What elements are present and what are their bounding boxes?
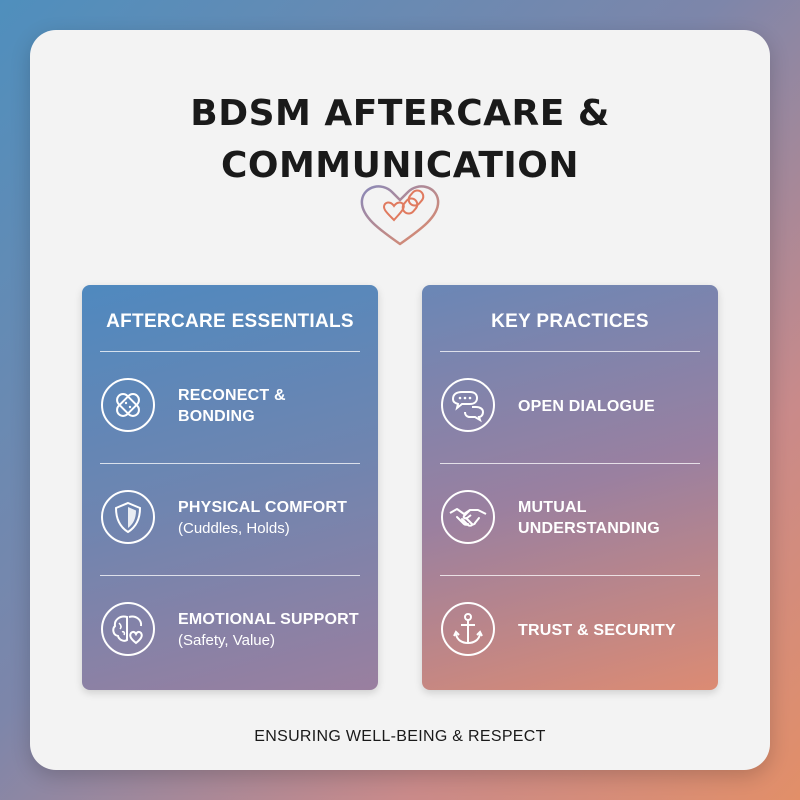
divider	[440, 463, 700, 464]
list-item: EMOTIONAL SUPPORT (Safety, Value)	[82, 585, 378, 675]
divider	[100, 463, 360, 464]
page-title: BDSM AFTERCARE & COMMUNICATION	[30, 88, 770, 192]
title-divider	[110, 185, 690, 246]
infographic-card: BDSM AFTERCARE & COMMUNICATION	[30, 30, 770, 770]
key-practices-panel: KEY PRACTICES OPEN DIALOGUE	[422, 285, 718, 690]
list-item: MUTUAL UNDERSTANDING	[422, 473, 718, 563]
divider	[440, 575, 700, 576]
list-item: RECONECT & BONDING	[82, 361, 378, 451]
item-label: TRUST & SECURITY	[518, 621, 676, 639]
panel-heading: KEY PRACTICES	[491, 311, 649, 332]
aftercare-essentials-panel: AFTERCARE ESSENTIALS RECONECT & BONDING	[82, 285, 378, 690]
item-label: EMOTIONAL SUPPORT	[178, 611, 359, 628]
panel-heading: AFTERCARE ESSENTIALS	[106, 311, 354, 332]
shield-icon	[100, 489, 156, 545]
speech-bubbles-icon	[440, 377, 496, 433]
item-label: RECONECT & BONDING	[178, 387, 286, 425]
item-label: MUTUAL UNDERSTANDING	[518, 499, 660, 537]
item-label: PHYSICAL COMFORT	[178, 499, 348, 516]
list-item: PHYSICAL COMFORT (Cuddles, Holds)	[82, 473, 378, 563]
title-line-2: COMMUNICATION	[220, 145, 580, 186]
title-line-1: BDSM AFTERCARE &	[190, 93, 610, 134]
divider	[100, 575, 360, 576]
anchor-icon	[440, 601, 496, 657]
list-item: TRUST & SECURITY	[422, 585, 718, 675]
divider	[100, 351, 360, 352]
item-sublabel: (Safety, Value)	[178, 632, 275, 649]
divider	[440, 351, 700, 352]
bandage-icon	[100, 377, 156, 433]
item-sublabel: (Cuddles, Holds)	[178, 520, 290, 537]
brain-heart-icon	[100, 601, 156, 657]
list-item: OPEN DIALOGUE	[422, 361, 718, 451]
footer-text: ENSURING WELL-BEING & RESPECT	[254, 728, 546, 745]
item-label: OPEN DIALOGUE	[518, 397, 655, 415]
heart-link-icon	[360, 185, 440, 246]
handshake-icon	[440, 489, 496, 545]
